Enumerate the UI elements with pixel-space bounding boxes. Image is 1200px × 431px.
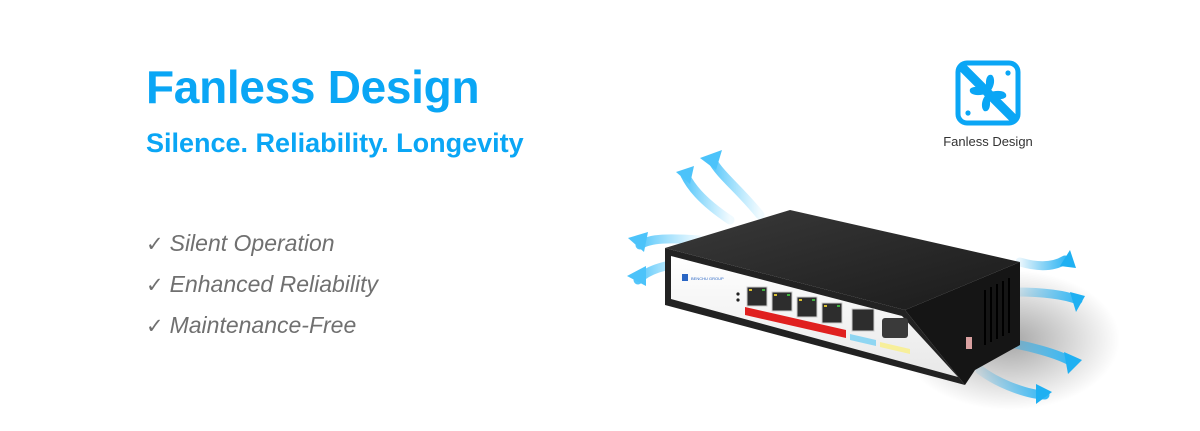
poe-port-strip bbox=[745, 307, 846, 338]
poe-ports bbox=[746, 286, 843, 324]
feature-item: ✓Silent Operation bbox=[146, 228, 378, 269]
hero-title: Fanless Design bbox=[146, 61, 480, 113]
led-pwr bbox=[736, 298, 740, 302]
feature-item: ✓Maintenance-Free bbox=[146, 310, 378, 351]
chassis-top bbox=[665, 210, 1020, 310]
no-fan-icon bbox=[955, 60, 1021, 126]
arrow-heads-right bbox=[1036, 250, 1085, 404]
badge-label: Fanless Design bbox=[943, 134, 1033, 149]
side-vents bbox=[984, 278, 1010, 345]
poe-switch-illustration: BENCHU GROUP bbox=[627, 150, 1120, 410]
feature-list: ✓Silent Operation ✓Enhanced Reliability … bbox=[146, 228, 378, 351]
check-icon: ✓ bbox=[146, 315, 164, 338]
port-4 bbox=[821, 302, 843, 324]
feature-item: ✓Enhanced Reliability bbox=[146, 269, 378, 310]
check-icon: ✓ bbox=[146, 274, 164, 297]
arrow-heads-left bbox=[627, 150, 722, 286]
feature-label: Enhanced Reliability bbox=[169, 271, 379, 297]
feature-label: Maintenance-Free bbox=[169, 312, 357, 338]
fanless-badge: Fanless Design bbox=[938, 60, 1038, 149]
sfp-strip bbox=[880, 342, 910, 354]
brand-text: BENCHU GROUP bbox=[691, 276, 724, 281]
led-sys bbox=[736, 292, 740, 296]
sfp-port bbox=[882, 318, 908, 338]
uplink-strip bbox=[850, 334, 876, 346]
port-2 bbox=[771, 291, 793, 312]
port-1 bbox=[746, 286, 768, 307]
feature-label: Silent Operation bbox=[169, 230, 335, 256]
product-image: BENCHU GROUP bbox=[600, 140, 1120, 430]
hero-subtitle: Silence. Reliability. Longevity bbox=[146, 128, 524, 158]
check-icon: ✓ bbox=[146, 233, 164, 256]
uplink-port bbox=[851, 308, 875, 332]
port-3 bbox=[796, 296, 818, 318]
